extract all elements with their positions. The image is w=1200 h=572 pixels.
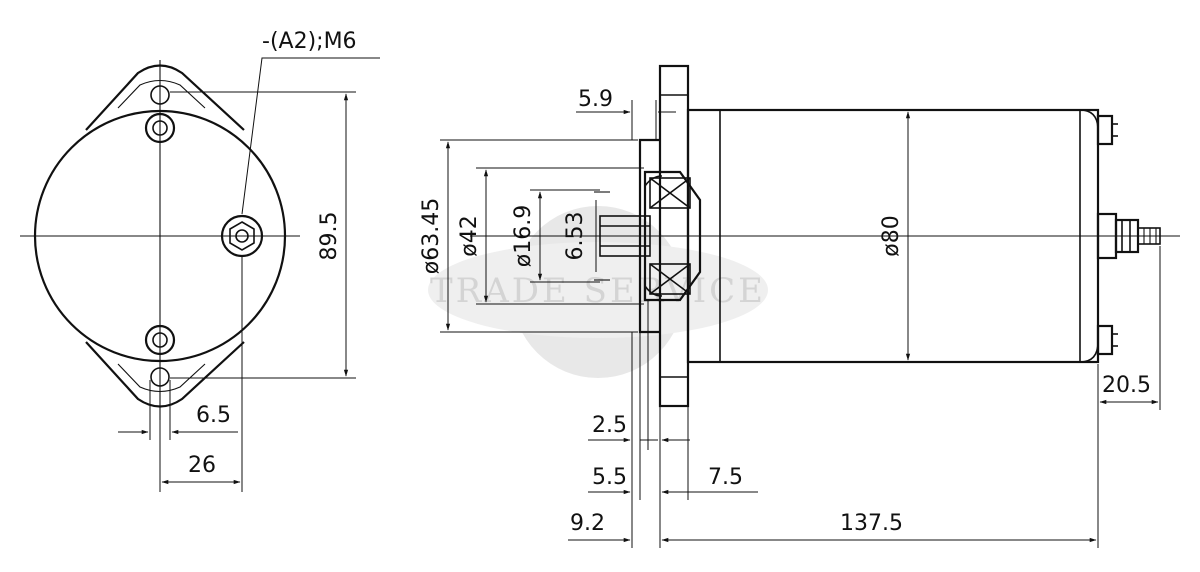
mount-hole-bottom [150, 367, 170, 387]
terminal-length-label: 20.5 [1102, 373, 1151, 398]
side-view: ø80 20.5 [419, 64, 1180, 548]
bottom-lobe [85, 341, 245, 408]
height-label: 89.5 [317, 212, 342, 261]
bore-diameter-label: ø16.9 [511, 205, 536, 267]
flange-label: 5.9 [578, 87, 613, 112]
front-view: -(A2);M6 89.5 6.5 26 [20, 29, 380, 492]
shaft [594, 191, 651, 281]
pilot-diameter-label: ø42 [457, 215, 482, 256]
mount-hole-top [150, 85, 170, 105]
body-diameter-label: ø80 [879, 215, 904, 256]
offset-label: 6.5 [196, 403, 231, 428]
terminal-leader [241, 57, 380, 215]
outer-diameter-label: ø63.45 [419, 198, 444, 274]
rear-stud-bottom [1096, 324, 1118, 356]
watermark-text: TRADE SERVICE [430, 271, 766, 311]
dim-a-label: 2.5 [592, 413, 627, 438]
rear-terminal [1096, 212, 1161, 260]
stud-top [144, 112, 176, 144]
rear-stud-top [1096, 114, 1118, 146]
length-label: 137.5 [840, 511, 903, 536]
pilot-hub [638, 138, 702, 334]
stud-bottom [144, 324, 176, 356]
dim-b-label: 5.5 [592, 465, 627, 490]
shaft-label: 6.53 [563, 212, 588, 261]
terminal-label: -(A2);M6 [262, 29, 357, 54]
spacing-label: 26 [188, 453, 216, 478]
top-lobe [85, 64, 245, 131]
dim-d-label: 9.2 [570, 511, 605, 536]
dim-c-label: 7.5 [708, 465, 743, 490]
